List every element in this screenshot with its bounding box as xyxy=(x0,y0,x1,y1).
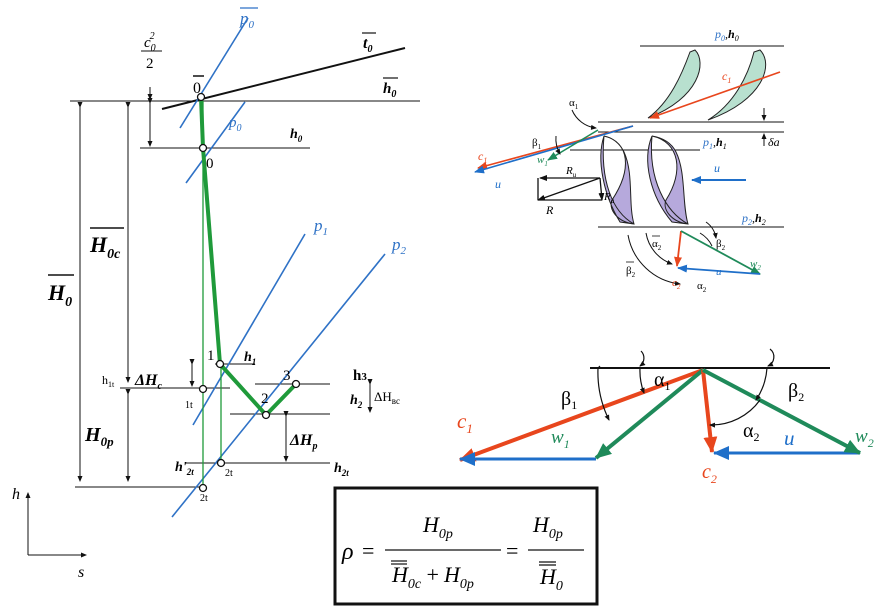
w1-arrow xyxy=(547,129,599,161)
c2-blade-label: c2 xyxy=(672,277,681,291)
u-bottom-label: u xyxy=(716,266,722,278)
point-3-label: 3 xyxy=(283,368,291,384)
r-force-vectors xyxy=(537,175,605,201)
vt-w2-arrow xyxy=(702,368,861,455)
isobar-p0-label: p0 xyxy=(228,115,242,134)
point-0-label: 0 xyxy=(206,156,214,172)
label-h2t: h2t xyxy=(334,461,349,478)
vt-w1-label: w1 xyxy=(551,427,570,451)
label-h1t: h1t xyxy=(102,373,115,389)
hs-isobars xyxy=(171,17,386,518)
blade-stage: p0,h0 p1,h1 p2,h2 c1 c1 u u w1 α1 β1 Ru … xyxy=(474,27,784,294)
delta-h-c-label: ΔHc xyxy=(134,372,162,392)
vt-beta1-label: β1 xyxy=(561,388,577,412)
u-bottom-arrow xyxy=(677,264,761,275)
isobar-p0bar-label: p0 xyxy=(239,9,255,31)
axis-s-label: s xyxy=(78,564,84,581)
vt-c1-label: c1 xyxy=(457,409,473,436)
u-right-label: u xyxy=(714,161,720,175)
stage-top-label: p0,h0 xyxy=(714,27,739,43)
delta-a-label: δa xyxy=(768,135,780,149)
blade-level-lines xyxy=(570,45,784,228)
H0c-bar-label: H0c xyxy=(89,232,121,262)
point-1t-label: 1t xyxy=(185,400,193,411)
vt-alpha2-label: α2 xyxy=(743,420,759,444)
label-h1: h1 xyxy=(244,350,256,367)
vt-c2-arrow xyxy=(701,369,718,453)
delta-h-vc-label: ΔHвс xyxy=(374,389,400,406)
label-h2t-prime: h'2t xyxy=(175,460,194,477)
c2-small-arrow xyxy=(674,230,682,267)
point-1-label: 1 xyxy=(207,348,215,364)
w1-blade-label: w1 xyxy=(537,154,548,168)
exit-angle-arcs xyxy=(627,221,718,286)
enthalpy-h0bar-label: h0 xyxy=(383,81,396,100)
formula-frame xyxy=(333,486,599,606)
vt-beta2-label: β2 xyxy=(788,380,804,404)
isobar-p2-label: p2 xyxy=(391,235,407,257)
reaction-degree-formula: ρ = H0p H0c+H0p = H0p H0 xyxy=(333,486,599,606)
stage-bot-label: p2,h2 xyxy=(741,211,766,227)
u-left-arrow xyxy=(474,125,634,174)
hs-axes xyxy=(25,492,87,558)
inlet-angle-arcs xyxy=(555,109,597,155)
formula-eq1: = xyxy=(362,538,374,563)
rotor-blades xyxy=(600,135,689,225)
alpha2-blade-label: α2 xyxy=(697,280,707,294)
process-line xyxy=(199,96,298,417)
label-h2: h2 xyxy=(350,393,363,410)
R-label: R xyxy=(545,203,554,217)
isotherm-t0bar-label: t0 xyxy=(363,35,372,55)
stage-mid-label: p1,h1 xyxy=(702,135,727,151)
hs-diagram: h s xyxy=(12,7,420,581)
point-2-label: 2 xyxy=(261,391,269,407)
vt-w1-arrow xyxy=(594,368,705,460)
hs-points xyxy=(196,92,301,493)
formula-num2: H0p xyxy=(532,512,563,542)
delta-h-p-label: ΔHp xyxy=(289,432,317,452)
formula-den1: H0c+H0p xyxy=(391,562,474,592)
beta1-blade-label: β1 xyxy=(532,137,542,151)
c1-incoming-arrow xyxy=(649,71,781,119)
w2-blade-label: w2 xyxy=(750,258,761,272)
hs-horizontal-lines xyxy=(70,100,420,488)
beta2bar-label: β2 xyxy=(626,265,636,279)
vt-c2-label: c2 xyxy=(702,461,717,486)
label-h3: h3 xyxy=(353,368,367,384)
vt-c1-arrow xyxy=(459,368,704,462)
beta2-blade-label: β2 xyxy=(716,238,726,252)
alpha1-blade-label: α1 xyxy=(569,97,579,111)
c1-left-label: c1 xyxy=(478,149,487,165)
velocity-triangle: α1 β1 β2 α2 c1 w1 c2 u w2 xyxy=(457,348,874,486)
point-2t-label: 2t xyxy=(225,468,233,479)
formula-num1: H0p xyxy=(422,512,453,542)
kinetic-energy-denominator: 2 xyxy=(146,56,154,72)
vt-w2-label: w2 xyxy=(855,426,874,450)
vt-u-label: u xyxy=(784,426,795,450)
vt-angle-arcs xyxy=(597,348,775,428)
stator-blades xyxy=(647,49,767,121)
isobar-p1-label: p1 xyxy=(313,216,328,238)
formula-eq2: = xyxy=(506,538,518,563)
axis-h-label: h xyxy=(12,486,20,503)
kinetic-energy-numerator: c02 xyxy=(144,31,156,54)
w2-small-arrow xyxy=(680,230,761,275)
Ra-label: Ra xyxy=(603,191,615,205)
H0bar-label: H0 xyxy=(47,280,72,310)
c1-incoming-label: c1 xyxy=(722,69,731,85)
u-left-label: u xyxy=(495,177,501,191)
point-0bar-label: 0 xyxy=(193,80,201,97)
enthalpy-h0-label: h0 xyxy=(290,127,303,144)
H0p-label: H0p xyxy=(84,424,114,449)
Ru-label: Ru xyxy=(565,165,577,179)
hs-dimensions xyxy=(77,87,373,482)
vt-alpha1-label: α1 xyxy=(654,369,670,393)
formula-den2: H0 xyxy=(539,564,563,594)
formula-rho: ρ xyxy=(341,539,354,565)
alpha2bar-label: α2 xyxy=(652,238,662,252)
point-2t-prime-label: 2t xyxy=(200,493,208,504)
